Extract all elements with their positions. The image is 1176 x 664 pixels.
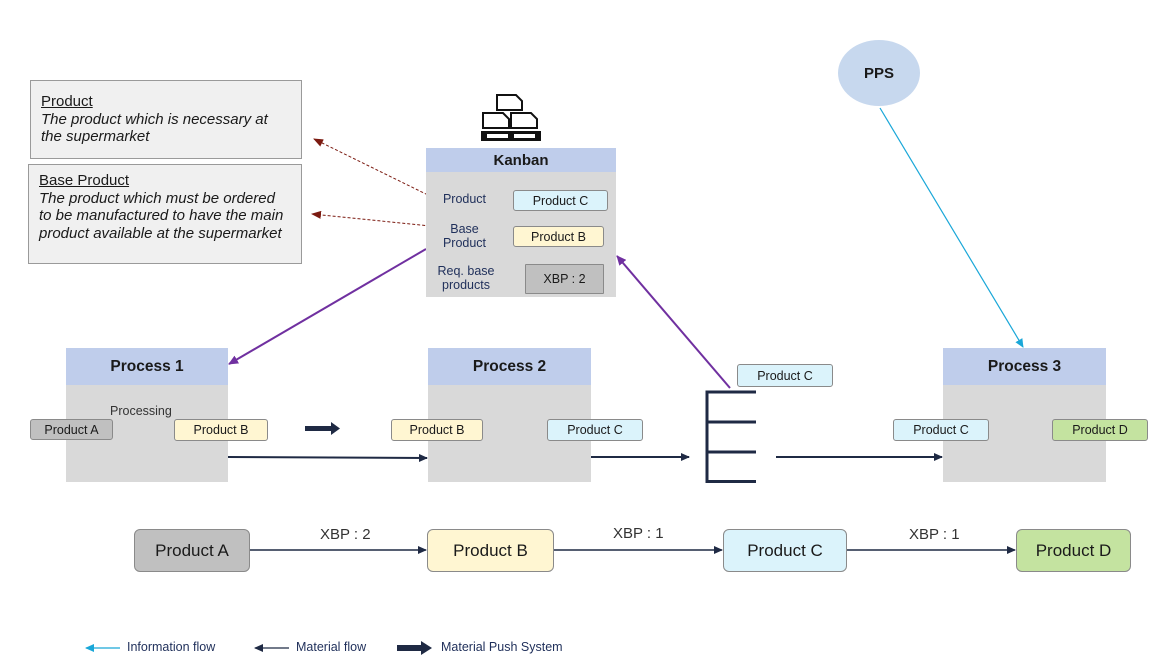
flow-product-c: Product C	[723, 529, 847, 572]
material-push-legend-icon	[397, 641, 432, 655]
process-1-output: Product B	[174, 419, 268, 441]
kanban-card: Kanban Product Product C Base Product Pr…	[426, 148, 616, 297]
process-1: Process 1 Processing	[66, 348, 228, 482]
pps-node: PPS	[838, 40, 920, 106]
process-3-input: Product C	[893, 419, 989, 441]
legend-material-flow: Material flow	[296, 640, 367, 654]
legend-material-push: Material Push System	[441, 640, 563, 654]
flow-product-b: Product B	[427, 529, 554, 572]
kanban-title: Kanban	[426, 148, 616, 172]
note-link-base-product	[311, 210, 451, 229]
material-push-icon	[305, 422, 340, 435]
product-note: Product The product which is necessary a…	[30, 80, 302, 159]
process-1-sublabel: Processing	[110, 404, 172, 418]
pps-to-process3-arrow	[879, 107, 1024, 348]
supermarket-icon	[705, 390, 756, 483]
process-2: Process 2	[428, 348, 591, 482]
kanban-pallet-icon	[481, 94, 541, 141]
kanban-product-label: Product	[442, 192, 487, 206]
kanban-req-value: XBP : 2	[525, 264, 604, 294]
base-product-note-title: Base Product	[39, 172, 130, 189]
process-3-output: Product D	[1052, 419, 1148, 441]
flow-ratio-3: XBP : 1	[909, 526, 960, 543]
flow-product-a: Product A	[134, 529, 250, 572]
process1-to-process2-flow	[227, 453, 428, 462]
base-product-note: Base Product The product which must be o…	[28, 164, 302, 264]
kanban-product-value: Product C	[513, 190, 608, 211]
process-1-title: Process 1	[66, 348, 228, 385]
kanban-req-label: Req. base products	[437, 264, 495, 292]
kanban-to-process1-arrow	[228, 248, 427, 365]
note-link-product	[313, 138, 433, 198]
supermarket-label: Product C	[737, 364, 833, 387]
legend-information-flow: Information flow	[127, 640, 216, 654]
kanban-base-product-value: Product B	[513, 226, 604, 247]
supermarket-to-kanban-arrow	[616, 255, 731, 389]
process-3-title: Process 3	[943, 348, 1106, 385]
flow-ratio-1: XBP : 2	[320, 526, 371, 543]
product-note-title: Product	[41, 93, 93, 110]
process-3: Process 3	[943, 348, 1106, 482]
kanban-base-product-label: Base Product	[442, 222, 487, 250]
process-2-output: Product C	[547, 419, 643, 441]
product-note-desc: The product which is necessary at the su…	[41, 110, 268, 146]
process-2-input: Product B	[391, 419, 483, 441]
flow-product-d: Product D	[1016, 529, 1131, 572]
process-2-title: Process 2	[428, 348, 591, 385]
base-product-note-desc: The product which must be ordered to be …	[39, 189, 284, 242]
flow-ratio-2: XBP : 1	[613, 525, 664, 542]
process-1-input: Product A	[30, 419, 113, 440]
